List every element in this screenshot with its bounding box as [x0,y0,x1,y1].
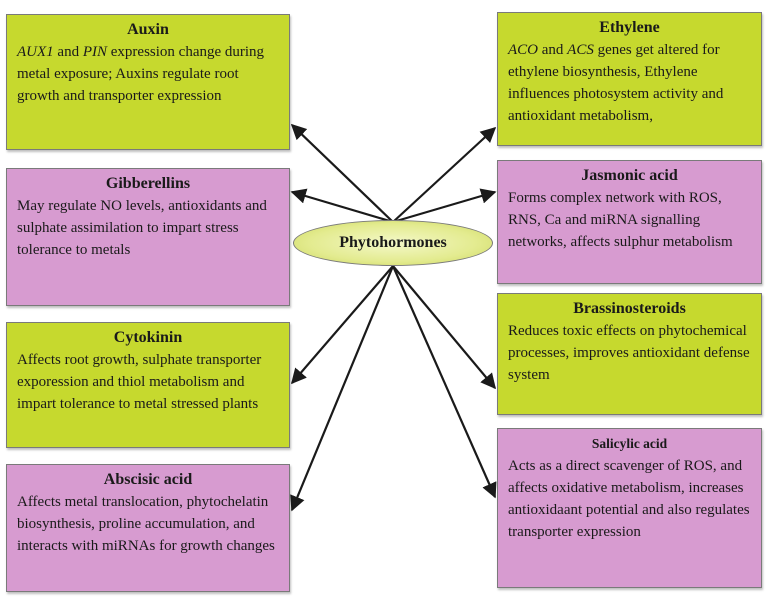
salicylic-acid-box: Salicylic acid Acts as a direct scavenge… [497,428,762,588]
arrow-to-brassinosteroids [392,265,496,390]
gibberellins-title: Gibberellins [105,175,191,192]
brassinosteroids-title: Brassinosteroids [573,300,686,317]
auxin-gene-pin: PIN [82,44,108,60]
ethylene-gene-aco: ACO [508,42,538,58]
jasmonic-acid-box: Jasmonic acid Forms complex network with… [497,160,762,284]
abscisic-acid-title: Abscisic acid [103,471,193,488]
brassinosteroids-box: Brassinosteroids Reduces toxic effects o… [497,293,762,415]
arrow-to-cytokinin [290,265,394,385]
auxin-box: Auxin AUX1 and PIN expression change dur… [6,14,290,150]
arrow-to-gibberellins [290,188,394,224]
auxin-title: Auxin [127,21,169,38]
cytokinin-title: Cytokinin [113,329,183,346]
jasmonic-acid-text: Forms complex network with ROS, RNS, Ca … [508,190,733,250]
auxin-gene-aux1: AUX1 [17,44,54,60]
arrow-to-jasmonic-acid [392,188,497,224]
abscisic-acid-text: Affects metal translocation, phytochelat… [17,494,275,554]
arrow-to-ethylene [392,126,497,223]
arrow-to-abscisic-acid [290,265,395,512]
arrow-to-auxin [290,123,394,223]
gibberellins-text: May regulate NO levels, antioxidants and… [17,198,267,258]
arrow-to-salicylic-acid [391,265,497,499]
abscisic-acid-box: Abscisic acid Affects metal translocatio… [6,464,290,592]
ethylene-gene-acs: ACS [567,42,594,58]
salicylic-acid-title: Salicylic acid [591,436,668,451]
auxin-text: AUX1 and PIN expression change during me… [17,44,265,104]
salicylic-acid-text: Acts as a direct scavenger of ROS, and a… [508,458,750,540]
cytokinin-box: Cytokinin Affects root growth, sulphate … [6,322,290,448]
phytohormones-node: Phytohormones [293,220,493,266]
gibberellins-box: Gibberellins May regulate NO levels, ant… [6,168,290,306]
ethylene-text: ACO and ACS genes get altered for ethyle… [508,42,724,124]
brassinosteroids-text: Reduces toxic effects on phytochemical p… [508,323,750,383]
phytohormones-label: Phytohormones [339,234,447,251]
cytokinin-text: Affects root growth, sulphate transporte… [17,352,262,412]
ethylene-title: Ethylene [599,19,660,36]
jasmonic-acid-title: Jasmonic acid [581,167,678,184]
ethylene-box: Ethylene ACO and ACS genes get altered f… [497,12,762,146]
